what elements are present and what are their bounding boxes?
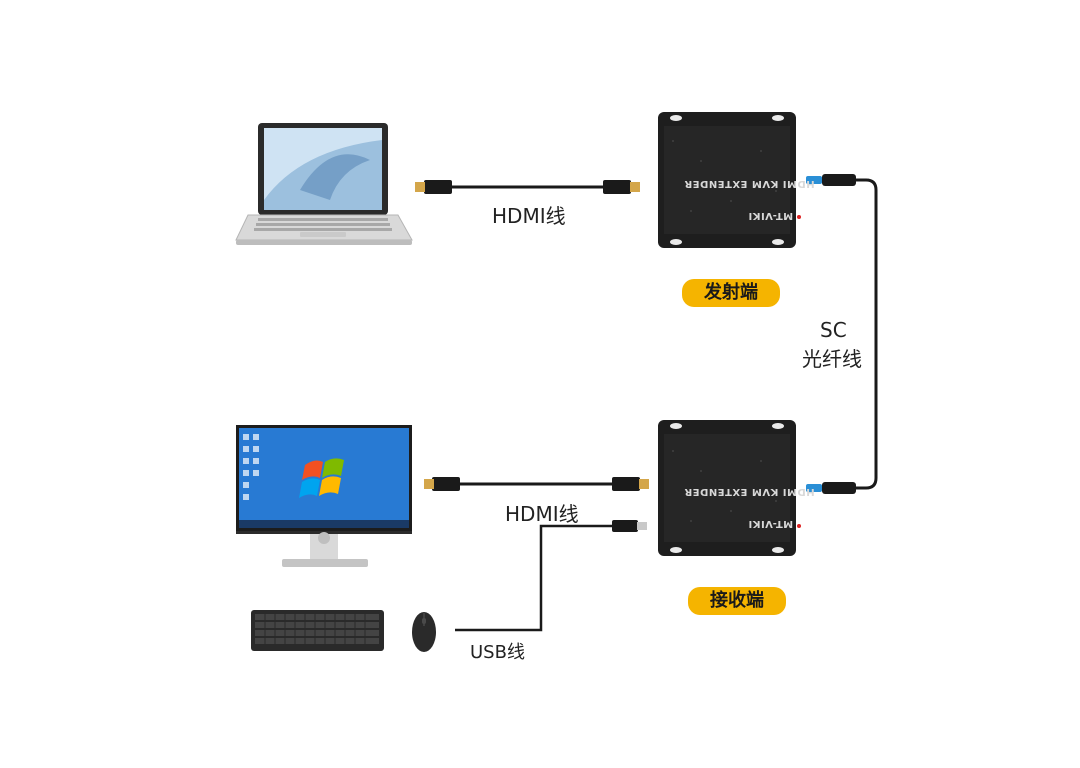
laptop-icon	[235, 123, 413, 245]
sc-fiber-cable	[806, 174, 878, 494]
hdmi-cable-top-label: HDMI线	[492, 204, 566, 228]
usb-cable-label: USB线	[470, 642, 525, 663]
windows-logo-icon	[299, 458, 344, 498]
receiver-brand-text: MT-VIKI	[748, 518, 794, 529]
receiver-device	[658, 420, 801, 556]
sc-label: SC	[820, 318, 847, 342]
monitor-icon	[236, 425, 412, 567]
fiber-cable-label: 光纤线	[802, 347, 862, 371]
hdmi-cable-top	[415, 180, 640, 194]
hdmi-cable-bottom	[424, 477, 649, 491]
keyboard-icon	[251, 610, 384, 651]
usb-cable	[455, 520, 647, 632]
hdmi-cable-bottom-label: HDMI线	[505, 502, 579, 526]
transmitter-device	[658, 112, 801, 248]
mouse-icon	[412, 612, 436, 652]
transmitter-badge: 发射端	[682, 279, 780, 307]
receiver-badge: 接收端	[688, 587, 786, 615]
transmitter-model-text: HDMI KVM EXTENDER	[684, 178, 815, 189]
receiver-model-text: HDMI KVM EXTENDER	[684, 486, 815, 497]
transmitter-brand-text: MT-VIKI	[748, 210, 794, 221]
